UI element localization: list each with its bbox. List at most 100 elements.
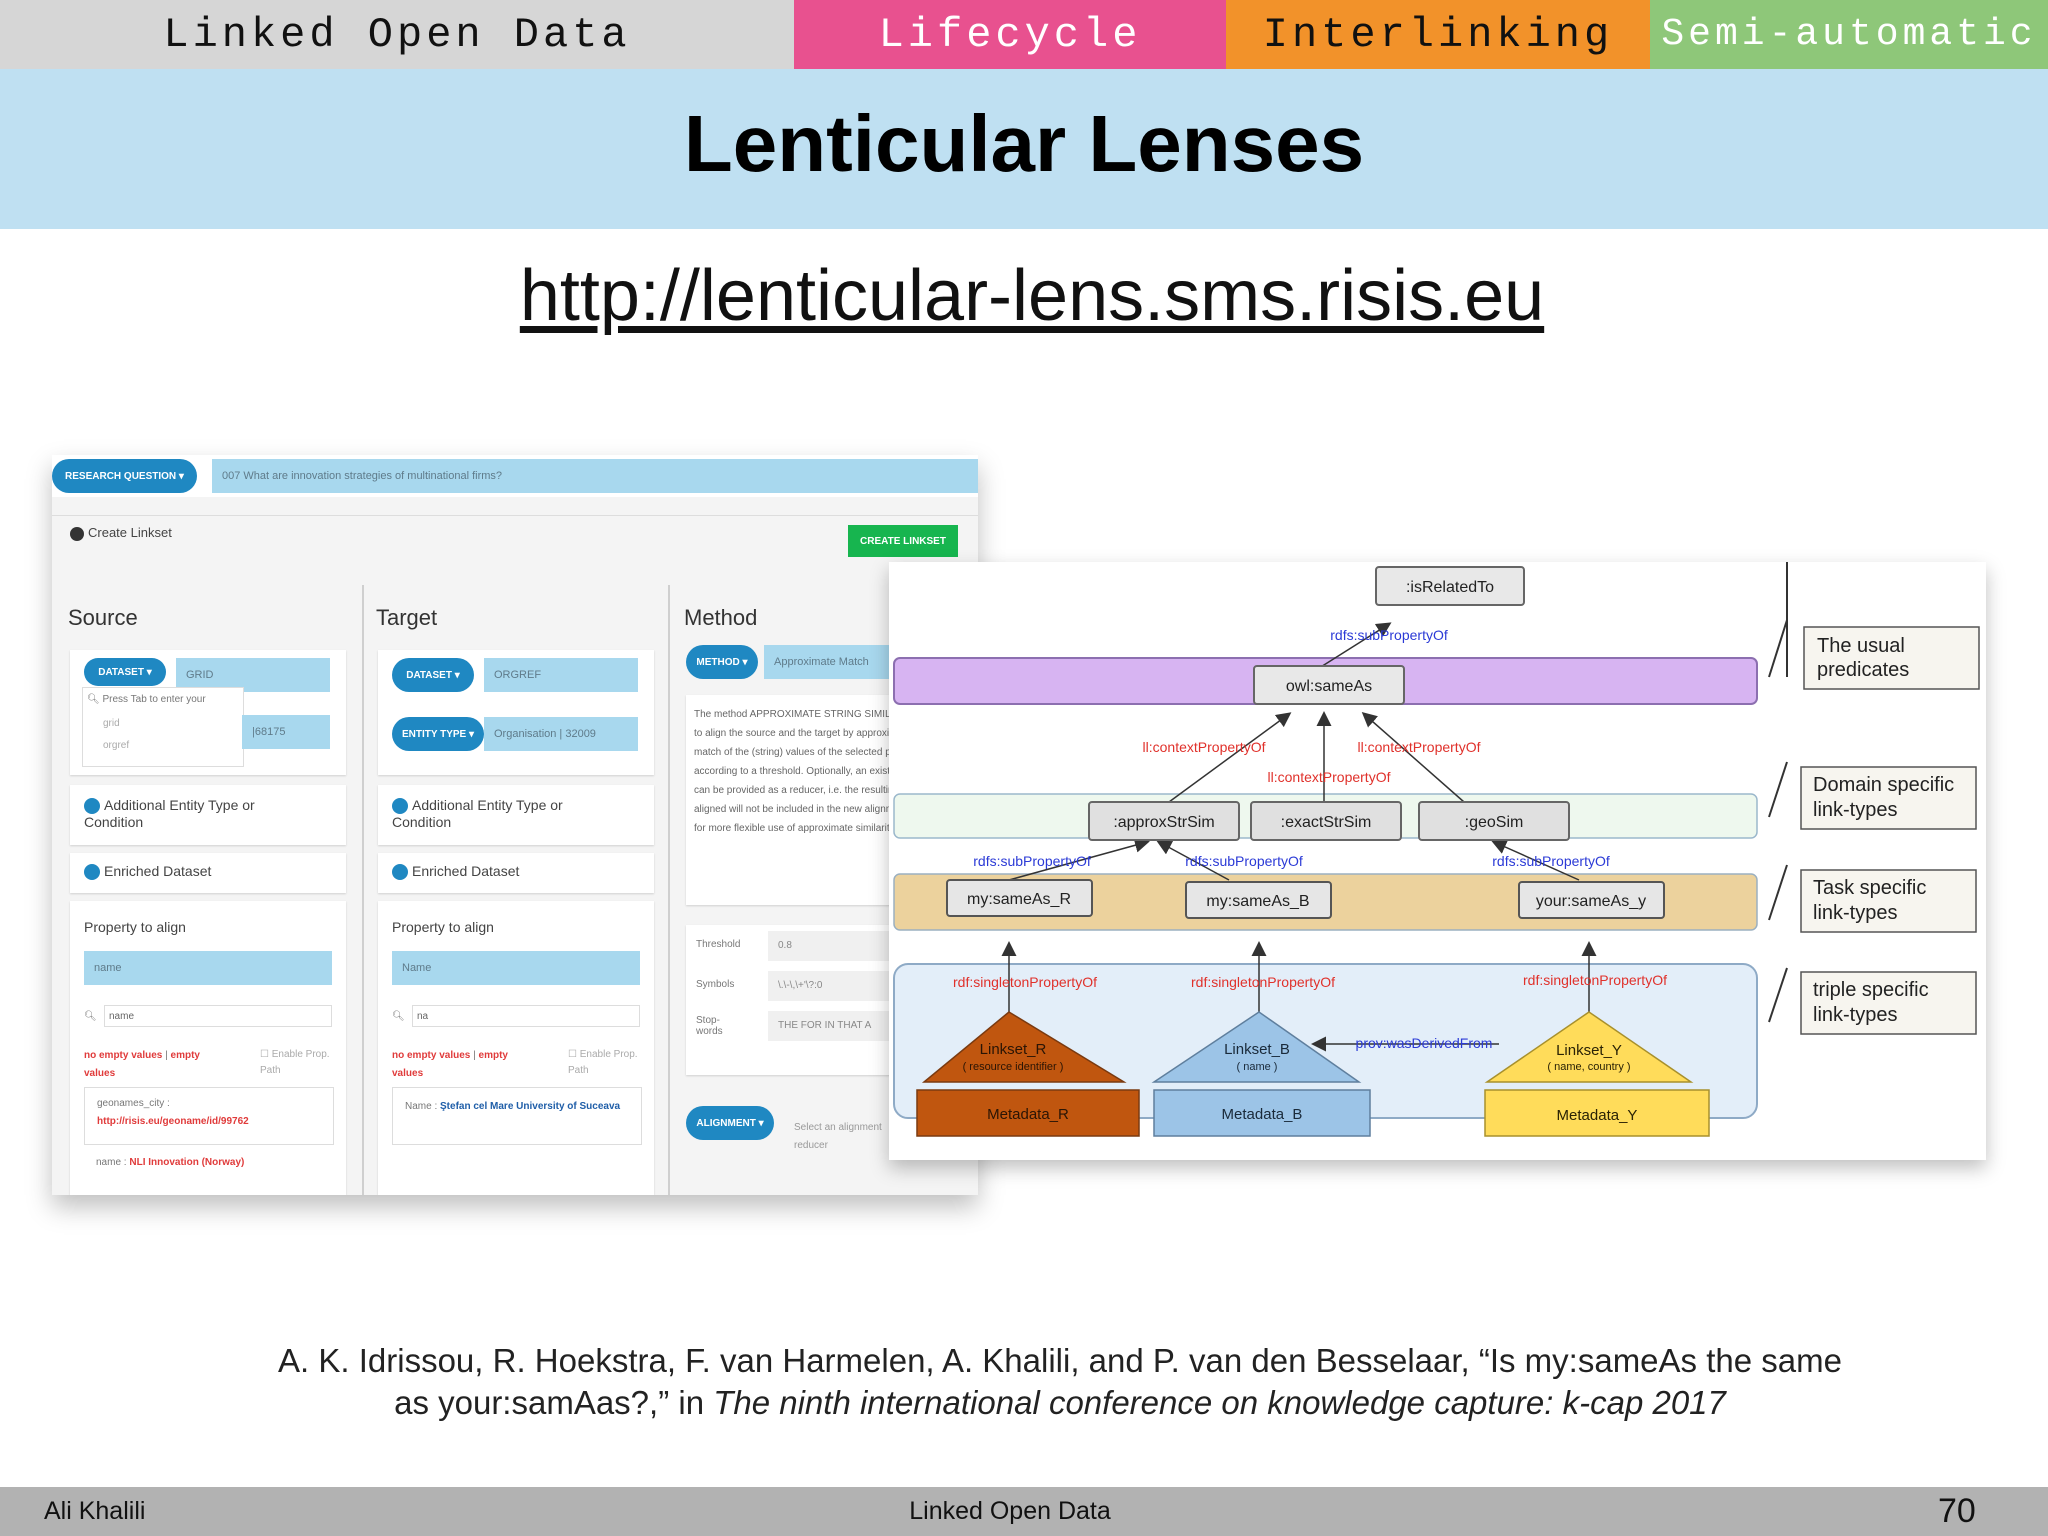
target-enriched-card[interactable]: Enriched Dataset bbox=[378, 853, 654, 893]
nav-tab-lifecycle[interactable]: Lifecycle bbox=[794, 0, 1226, 69]
dropdown-option[interactable]: orgref bbox=[103, 740, 130, 751]
node-exact-str-sim bbox=[1250, 801, 1402, 841]
node-label: :exactStrSim bbox=[1281, 814, 1372, 831]
target-entity-field[interactable]: Organisation | 32009 bbox=[484, 717, 638, 751]
page-number: 70 bbox=[1938, 1492, 1976, 1530]
node-is-related-to bbox=[1375, 566, 1525, 606]
column-divider bbox=[362, 585, 364, 1195]
add-icon bbox=[392, 798, 408, 815]
edge bbox=[1008, 837, 1150, 881]
citation: A. K. Idrissou, R. Hoekstra, F. van Harm… bbox=[180, 1340, 1940, 1424]
target-entity-type-button[interactable]: ENTITY TYPE ▾ bbox=[392, 717, 484, 751]
nav-tab-semi-automatic[interactable]: Semi-automatic bbox=[1650, 0, 2048, 69]
node-label: owl:sameAs bbox=[1286, 678, 1372, 695]
section-nav-bar: Linked Open Data Lifecycle Interlinking … bbox=[0, 0, 2048, 69]
footer-bar bbox=[0, 1487, 2048, 1536]
linkset-y-triangle bbox=[1484, 1011, 1694, 1083]
legend-text: Task specific bbox=[1813, 877, 1926, 899]
metadata-y-box bbox=[1484, 1089, 1710, 1137]
node-my-sameas-r bbox=[946, 879, 1093, 917]
target-search-input[interactable]: na bbox=[412, 1005, 640, 1027]
dropdown-search[interactable]: 🔍︎ Press Tab to enter your bbox=[87, 694, 206, 705]
citation-line-2: as your:samAas?,” in The ninth internati… bbox=[394, 1384, 1726, 1421]
edge-label: rdf:singletonPropertyOf bbox=[953, 974, 1097, 990]
source-dataset-button[interactable]: DATASET ▾ bbox=[84, 658, 166, 686]
legend-text: Domain specific bbox=[1813, 774, 1954, 796]
stopwords-label: Stop-words bbox=[696, 1015, 723, 1037]
target-heading: Target bbox=[376, 605, 438, 630]
method-button[interactable]: METHOD ▾ bbox=[686, 645, 758, 679]
source-enriched-card[interactable]: Enriched Dataset bbox=[70, 853, 346, 893]
metadata-b-box bbox=[1153, 1089, 1371, 1137]
add-icon bbox=[84, 864, 100, 881]
enriched-dataset[interactable]: Enriched Dataset bbox=[84, 863, 211, 881]
target-property-card: Property to align Name 🔍︎ na no empty va… bbox=[378, 901, 654, 1195]
empty-values-filter[interactable]: no empty values | empty values bbox=[84, 1050, 200, 1079]
create-linkset-button[interactable]: CREATE LINKSET bbox=[848, 525, 958, 557]
node-sublabel: ( name ) bbox=[1237, 1061, 1278, 1073]
legend-box bbox=[1800, 869, 1977, 933]
node-label: Linkset_B bbox=[1224, 1041, 1290, 1058]
research-question-button[interactable]: RESEARCH QUESTION ▾ bbox=[52, 459, 197, 493]
node-label: my:sameAs_R bbox=[967, 891, 1071, 908]
search-icon: 🔍︎ bbox=[87, 694, 100, 705]
dropdown-option[interactable]: grid bbox=[103, 718, 120, 729]
legend-text: triple specific bbox=[1813, 979, 1929, 1001]
edge-label: rdfs:subPropertyOf bbox=[1330, 627, 1448, 643]
edge bbox=[1361, 712, 1465, 803]
source-additional-card[interactable]: Additional Entity Type or Condition bbox=[70, 785, 346, 845]
edge-label: rdf:singletonPropertyOf bbox=[1191, 974, 1335, 990]
project-url-link[interactable]: http://lenticular-lens.sms.risis.eu bbox=[519, 256, 1545, 336]
search-icon: 🔍︎ bbox=[392, 1011, 405, 1022]
legend-bracket bbox=[1768, 864, 1788, 921]
add-entity-condition[interactable]: Additional Entity Type or Condition bbox=[84, 797, 255, 831]
metadata-r-box bbox=[916, 1089, 1140, 1137]
citation-line-1: A. K. Idrissou, R. Hoekstra, F. van Harm… bbox=[278, 1342, 1842, 1379]
footer-author: Ali Khalili bbox=[44, 1497, 146, 1525]
enriched-dataset[interactable]: Enriched Dataset bbox=[392, 863, 519, 881]
legend-bracket bbox=[1768, 619, 1788, 678]
target-additional-card[interactable]: Additional Entity Type or Condition bbox=[378, 785, 654, 845]
source-entity-field[interactable]: | 68175 bbox=[242, 715, 330, 749]
source-dataset-field[interactable]: GRID bbox=[176, 658, 330, 692]
empty-values-filter[interactable]: no empty values | empty values bbox=[392, 1050, 508, 1079]
node-label: Linkset_Y bbox=[1556, 1042, 1622, 1059]
node-label: Metadata_R bbox=[987, 1106, 1069, 1123]
sample-name: name : NLI Innovation (Norway) bbox=[96, 1157, 245, 1168]
legend-box bbox=[1800, 971, 1977, 1035]
edge bbox=[1491, 840, 1580, 881]
target-property-field[interactable]: Name bbox=[392, 951, 640, 985]
node-label: your:sameAs_y bbox=[1536, 893, 1646, 910]
enable-prop-path-checkbox[interactable]: ☐ Enable Prop. Path bbox=[260, 1049, 330, 1076]
sample-key: geonames_city : bbox=[97, 1098, 170, 1109]
collapse-icon[interactable] bbox=[70, 526, 84, 541]
sample-name: Name : Ştefan cel Mare University of Suc… bbox=[405, 1101, 621, 1112]
source-property-field[interactable]: name bbox=[84, 951, 332, 985]
node-label: Metadata_Y bbox=[1557, 1107, 1638, 1124]
node-sublabel: ( name, country ) bbox=[1547, 1061, 1630, 1073]
nav-tab-interlinking[interactable]: Interlinking bbox=[1226, 0, 1650, 69]
enable-prop-path-checkbox[interactable]: ☐ Enable Prop. Path bbox=[568, 1049, 638, 1076]
nav-tab-linked-open-data[interactable]: Linked Open Data bbox=[0, 0, 794, 69]
node-label: :geoSim bbox=[1465, 814, 1524, 831]
edge-label: prov:wasDerivedFrom bbox=[1356, 1035, 1493, 1051]
linkset-r-triangle bbox=[921, 1011, 1127, 1083]
title-band: Lenticular Lenses bbox=[0, 69, 2048, 229]
property-label: Property to align bbox=[392, 919, 494, 935]
target-dataset-button[interactable]: DATASET ▾ bbox=[392, 658, 474, 692]
legend-text: link-types bbox=[1813, 902, 1897, 924]
legend-text: link-types bbox=[1813, 799, 1897, 821]
node-label: Metadata_B bbox=[1222, 1106, 1303, 1123]
create-linkset-label: Create Linkset bbox=[70, 525, 172, 541]
node-sublabel: ( resource identifier ) bbox=[963, 1061, 1064, 1073]
source-search-input[interactable]: name bbox=[104, 1005, 332, 1027]
alignment-button[interactable]: ALIGNMENT ▾ bbox=[686, 1106, 774, 1140]
node-my-sameas-b bbox=[1185, 881, 1332, 919]
lens-diagram-screenshot: :isRelatedTo rdfs:subPropertyOf owl:same… bbox=[889, 562, 1986, 1160]
sample-link[interactable]: http://risis.eu/geoname/id/99762 bbox=[97, 1116, 249, 1127]
add-entity-condition[interactable]: Additional Entity Type or Condition bbox=[392, 797, 563, 831]
divider bbox=[52, 515, 978, 516]
research-question-field[interactable]: 007 What are innovation strategies of mu… bbox=[212, 459, 978, 493]
lens-diagram: :isRelatedTo rdfs:subPropertyOf owl:same… bbox=[893, 562, 1980, 1137]
target-dataset-field[interactable]: ORGREF bbox=[484, 658, 638, 692]
